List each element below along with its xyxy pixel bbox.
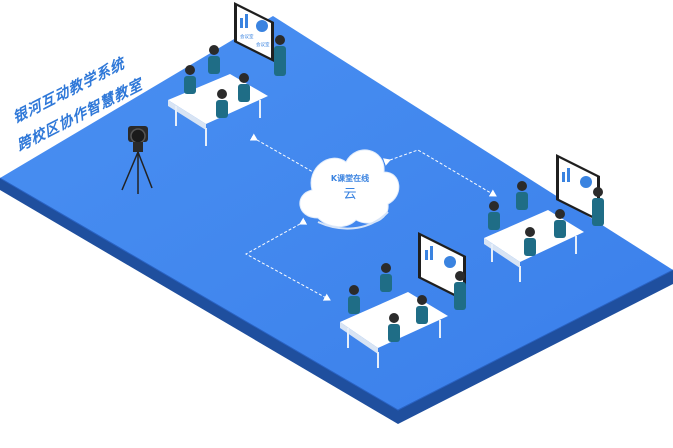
screen-card-1: 会议室: [240, 33, 254, 40]
person-icon: [348, 263, 466, 342]
classroom-3: [340, 232, 466, 368]
classroom-2: [484, 154, 604, 282]
cloud-icon: [299, 149, 400, 230]
screen-icon: [418, 232, 466, 302]
screen-icon: 会议室 会议室: [234, 2, 274, 62]
cloud-brand: K课堂在线: [331, 173, 369, 183]
person-icon: [488, 181, 604, 256]
arrow-classroom-1: [249, 133, 321, 177]
screen-card-2: 会议室: [256, 41, 270, 48]
person-icon: [184, 35, 286, 118]
arrow-classroom-2: [383, 149, 497, 197]
connection-arrows: [244, 133, 497, 301]
camera-icon: [121, 126, 153, 194]
classroom-1: 会议室 会议室: [168, 2, 286, 146]
screen-icon: [556, 154, 600, 222]
cloud-label: 云: [343, 187, 356, 202]
arrow-classroom-3: [244, 217, 331, 301]
